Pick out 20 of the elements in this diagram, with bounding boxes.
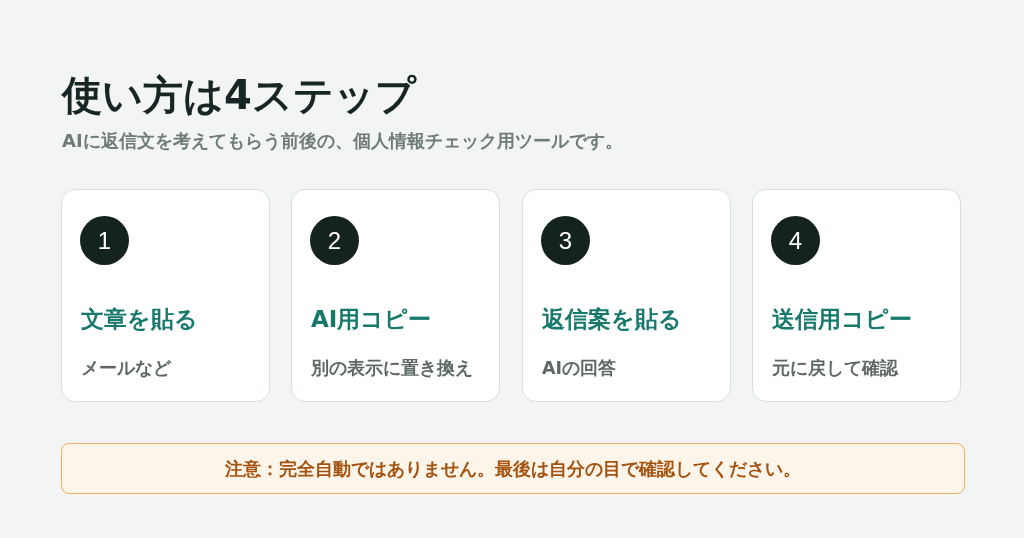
step-card [291, 189, 500, 402]
step-title: 送信用コピー [772, 305, 912, 333]
step-number: 1 [80, 216, 129, 265]
step-title: 返信案を貼る [542, 305, 682, 333]
notice-text: 注意：完全自動ではありません。最後は自分の目で確認してください。 [225, 457, 801, 480]
step-number: 3 [541, 216, 590, 265]
step-card [752, 189, 961, 402]
subtitle: AIに返信文を考えてもらう前後の、個人情報チェック用ツールです。 [62, 130, 623, 152]
title: 使い方は4ステップ [62, 71, 416, 120]
step-card [522, 189, 731, 402]
step-description: メールなど [81, 357, 171, 379]
step-title: 文章を貼る [81, 305, 198, 333]
step-card [61, 189, 270, 402]
step-description: 元に戻して確認 [772, 357, 898, 379]
step-description: AIの回答 [542, 357, 617, 379]
step-title: AI用コピー [311, 305, 432, 333]
step-description: 別の表示に置き換え [311, 357, 473, 379]
notice-panel [61, 443, 965, 494]
step-number: 4 [771, 216, 820, 265]
step-number: 2 [310, 216, 359, 265]
